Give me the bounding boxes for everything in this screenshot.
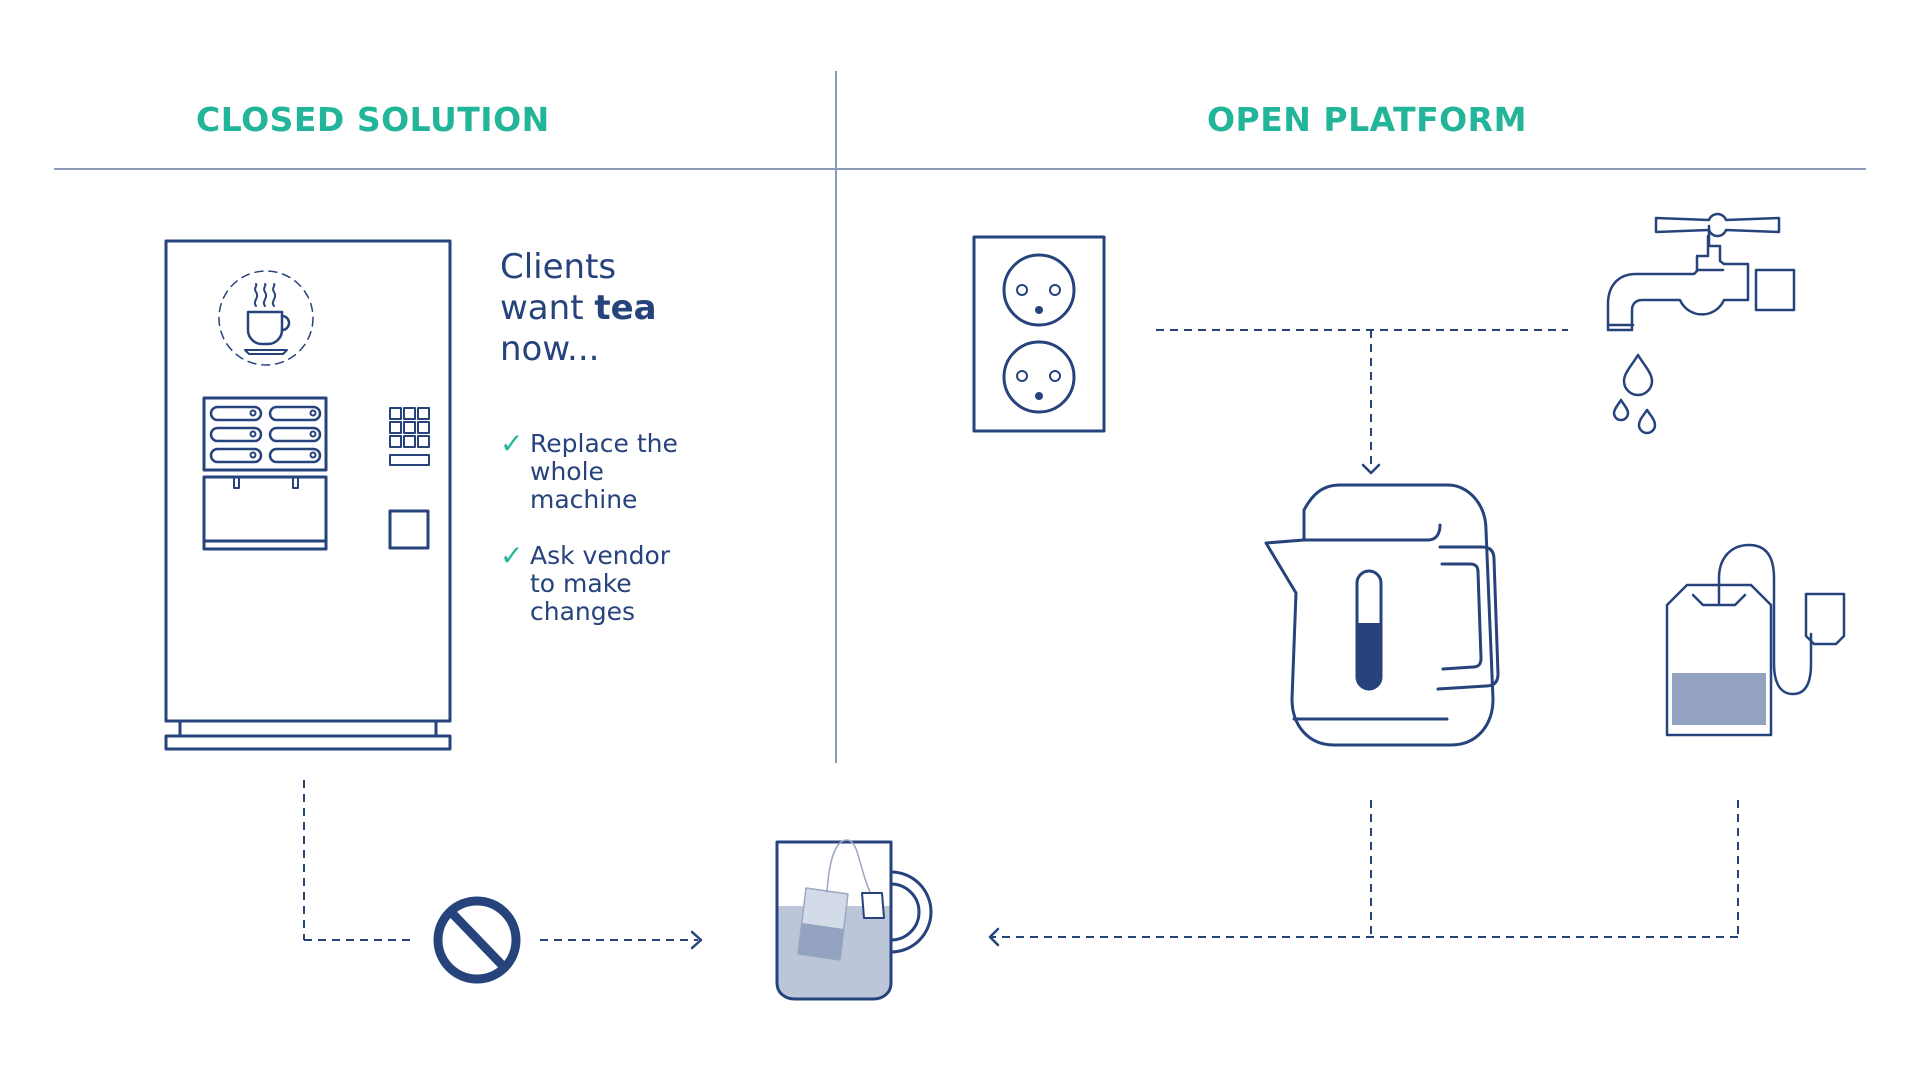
tea-bag-icon <box>1665 543 1846 737</box>
option-item: ✓ Ask vendor to make changes <box>500 542 700 626</box>
headline-emphasis: tea <box>594 288 657 328</box>
drink-selection-panel <box>202 396 328 472</box>
headline: Clients want tea now... <box>500 247 657 370</box>
headline-line-2: want tea <box>500 288 657 329</box>
headline-line-1: Clients <box>500 247 617 287</box>
option-item: ✓ Replace the whole machine <box>500 430 700 514</box>
section-divider <box>835 71 837 763</box>
closed-solution-title: CLOSED SOLUTION <box>196 100 550 139</box>
steaming-cup-icon <box>218 270 314 366</box>
arrow-down-icon <box>1361 463 1381 475</box>
mug-with-tea-icon <box>775 839 933 1001</box>
coin-slot <box>388 509 430 550</box>
power-outlet-icon <box>972 235 1106 433</box>
headline-prefix: want <box>500 288 595 328</box>
kettle-icon <box>1264 483 1500 747</box>
water-tap-icon <box>1606 212 1796 435</box>
closed-options-list: ✓ Replace the whole machine ✓ Ask vendor… <box>500 430 700 654</box>
option-text: Ask vendor to make changes <box>530 541 671 626</box>
checkmark-icon: ✓ <box>500 428 524 459</box>
vending-machine-icon <box>164 239 452 751</box>
keypad-icon <box>389 407 430 466</box>
header-divider <box>54 168 1866 170</box>
open-flow-connector-top <box>1156 329 1568 468</box>
prohibited-icon <box>433 896 521 984</box>
checkmark-icon: ✓ <box>500 540 524 571</box>
closed-flow-connector <box>303 780 698 941</box>
open-flow-connector-bottom <box>990 800 1739 938</box>
arrow-left-icon <box>988 927 1000 947</box>
dispenser-slot <box>202 475 328 551</box>
open-platform-title: OPEN PLATFORM <box>1207 100 1527 139</box>
arrow-right-icon <box>690 930 703 950</box>
headline-line-3: now... <box>500 329 600 369</box>
option-text: Replace the whole machine <box>530 429 678 514</box>
